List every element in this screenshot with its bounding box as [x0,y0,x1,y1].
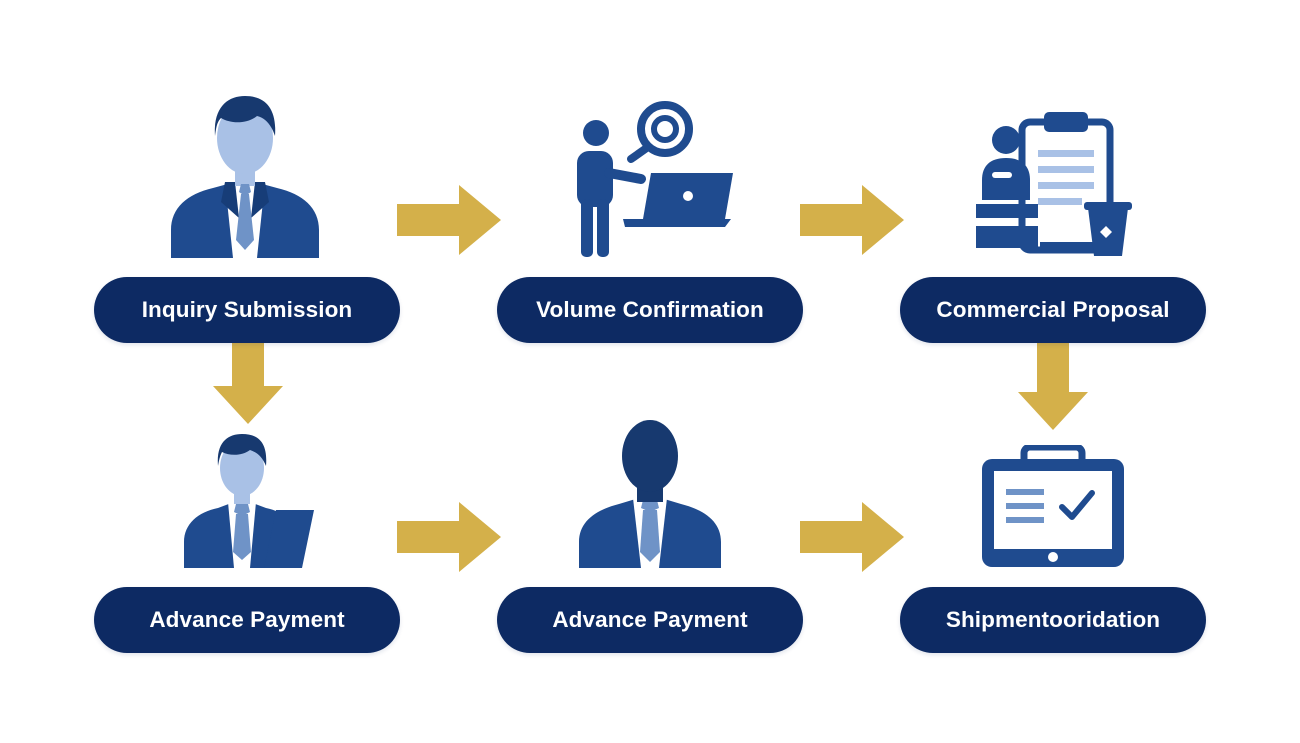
person-laptop-icon [577,101,733,257]
step-inquiry-submission: Inquiry Submission [94,277,400,343]
tablet-checklist-icon [982,445,1124,567]
arrow-right-2 [800,185,904,255]
arrow-right-4 [800,502,904,572]
businessman-document-icon [184,434,314,568]
arrow-down-1 [213,342,283,424]
step-commercial-proposal: Commercial Proposal [900,277,1206,343]
step-volume-confirmation: Volume Confirmation [497,277,803,343]
step-shipment: Shipmentooridation [900,587,1206,653]
businessman-icon [171,96,319,258]
arrow-right-3 [397,502,501,572]
step-advance-payment-1: Advance Payment [94,587,400,653]
businessman-silhouette-icon [579,420,721,568]
arrow-right-1 [397,185,501,255]
clipboard-desk-icon [976,112,1132,256]
arrow-down-2 [1018,342,1088,430]
step-advance-payment-2: Advance Payment [497,587,803,653]
